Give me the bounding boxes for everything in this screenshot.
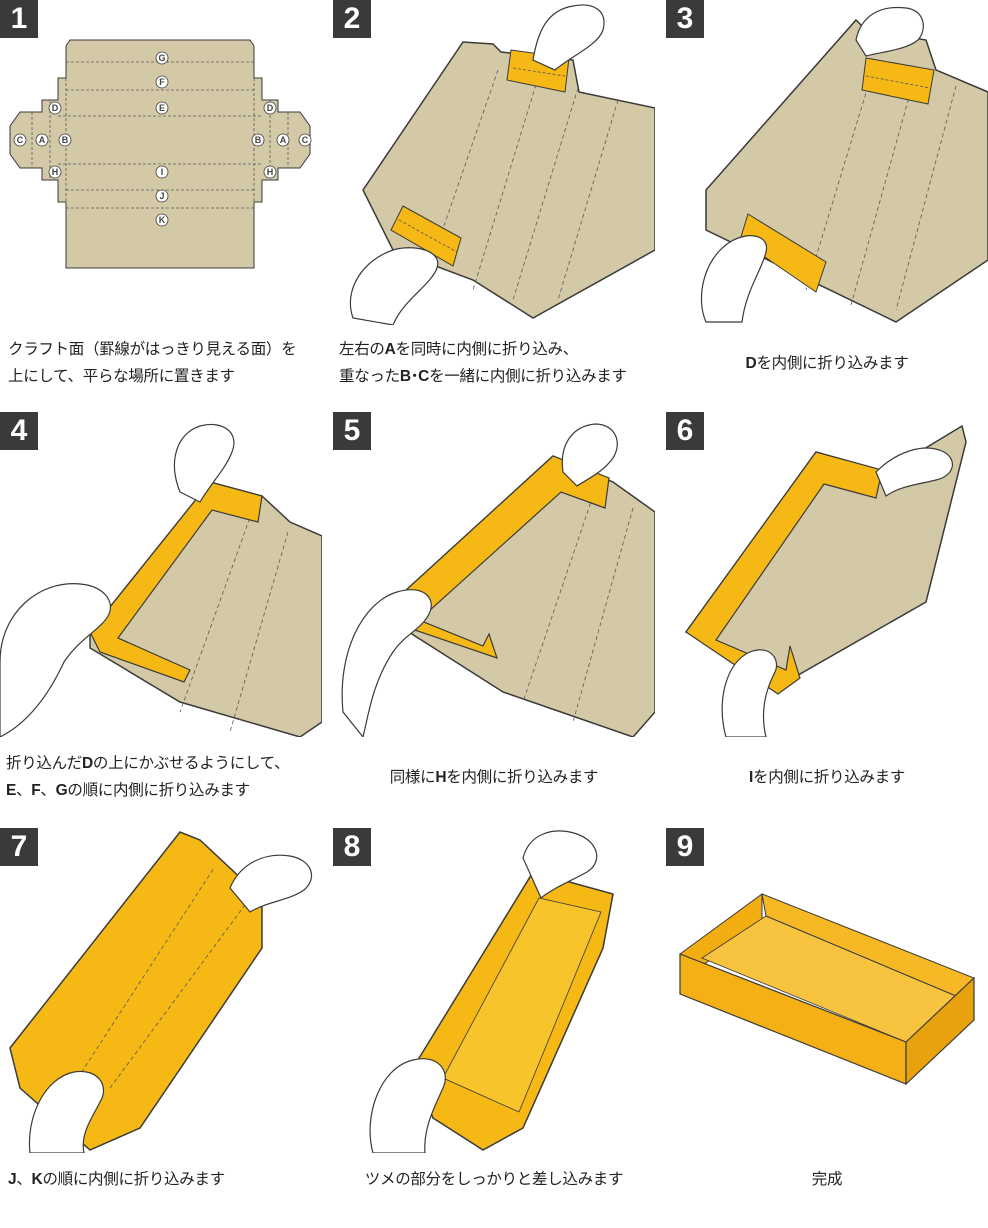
caption-line: 完成 [811, 1170, 843, 1188]
label-b-right: B [255, 135, 262, 145]
fold-h-illustration [341, 423, 655, 737]
step-number: 9 [666, 828, 704, 866]
fold-jk-illustration [9, 831, 313, 1153]
step-5: 5 同様にHを内側に折り込みます [333, 412, 655, 812]
label-c-right: C [302, 135, 309, 145]
step-caption: クラフト面（罫線がはっきり見える面）を 上にして、平らな場所に置きます [8, 336, 330, 390]
step-6: 6 Iを内側に折り込みます [666, 412, 988, 812]
label-d-left: D [52, 103, 59, 113]
fold-i-illustration [684, 424, 967, 737]
hand-bottom [349, 247, 439, 325]
step-caption: 完成 [666, 1166, 988, 1193]
caption-line: 同様にHを内側に折り込みます [389, 768, 599, 786]
label-j: J [159, 191, 164, 201]
fold-a-illustration [349, 4, 655, 325]
flat-box-blank-diagram: G F E D D C A B B A C H H I J K [9, 39, 312, 269]
label-i: I [161, 167, 164, 177]
caption-line: E、F、Gの順に内側に折り込みます [6, 781, 250, 799]
fold-label-markers [13, 51, 312, 227]
step-9: 9 完成 [666, 828, 988, 1228]
fold-efg-illustration [0, 423, 322, 737]
hand-left [341, 589, 432, 737]
step-2: 2 左右のAを同時に内側に折り込み、 重なったB･Cを一緒に内側に折り込みます [333, 0, 655, 400]
step-caption: Dを内側に折り込みます [666, 350, 988, 377]
hand-top [229, 854, 313, 913]
blank-outline [9, 39, 311, 269]
hand-bottom [721, 649, 778, 737]
step-caption: 左右のAを同時に内側に折り込み、 重なったB･Cを一緒に内側に折り込みます [339, 336, 661, 390]
step-caption: ツメの部分をしっかりと差し込みます [333, 1166, 655, 1193]
label-b-left: B [62, 135, 69, 145]
label-c-left: C [17, 135, 24, 145]
label-g: G [158, 53, 165, 63]
label-a-right: A [280, 135, 287, 145]
hand-bottom [700, 235, 768, 323]
hand-left [0, 583, 111, 737]
folded-side-walls [685, 451, 883, 695]
step-4: 4 折り込んだDの上にかぶせるようにして、 E、F、Gの順に内側に折り込みます [0, 412, 322, 812]
folded-side-wall [89, 481, 263, 683]
step-number: 2 [333, 0, 371, 38]
insert-tabs-illustration [369, 830, 614, 1153]
step-caption: J、Kの順に内側に折り込みます [8, 1166, 330, 1193]
label-e: E [159, 103, 165, 113]
caption-line: Dを内側に折り込みます [745, 354, 909, 372]
box-inner-shadow [442, 897, 602, 1113]
hand-top [173, 423, 235, 503]
step-number: 7 [0, 828, 38, 866]
step-number: 4 [0, 412, 38, 450]
step-caption: 同様にHを内側に折り込みます [333, 764, 655, 791]
finished-box-illustration [679, 893, 975, 1086]
hand-bottom [28, 1070, 105, 1153]
step-caption: Iを内側に折り込みます [666, 764, 988, 791]
hand-top [855, 6, 924, 57]
caption-line: 上にして、平らな場所に置きます [8, 367, 235, 385]
step-8: 8 ツメの部分をしっかりと差し込みます [333, 828, 655, 1228]
label-k: K [159, 215, 166, 225]
step-number: 8 [333, 828, 371, 866]
label-h-left: H [52, 167, 59, 177]
hand-bottom [369, 1058, 446, 1153]
caption-line: クラフト面（罫線がはっきり見える面）を [8, 340, 297, 358]
caption-line: Iを内側に折り込みます [748, 768, 906, 786]
hand-top [532, 4, 605, 71]
caption-line: ツメの部分をしっかりと差し込みます [364, 1170, 624, 1188]
label-d-right: D [267, 103, 274, 113]
caption-line: J、Kの順に内側に折り込みます [8, 1170, 225, 1188]
step-7: 7 J、Kの順に内側に折り込みます [0, 828, 322, 1228]
box-right-wall [905, 976, 975, 1086]
step-number: 3 [666, 0, 704, 38]
step-caption: 折り込んだDの上にかぶせるようにして、 E、F、Gの順に内側に折り込みます [6, 750, 328, 804]
label-h-right: H [267, 167, 274, 177]
tab-d-top [861, 57, 935, 105]
hand-top [522, 830, 598, 899]
fold-d-illustration [700, 6, 988, 323]
label-f: F [159, 77, 165, 87]
hand-top [561, 423, 618, 487]
step-number: 5 [333, 412, 371, 450]
label-a-left: A [39, 135, 46, 145]
hand-top [875, 447, 953, 497]
step-3: 3 Dを内側に折り込みます [666, 0, 988, 400]
caption-line: 左右のAを同時に内側に折り込み、 [339, 340, 578, 358]
step-1: 1 [0, 0, 322, 400]
step-number: 1 [0, 0, 38, 38]
tab-a-bottom [390, 205, 462, 267]
caption-line: 重なったB･Cを一緒に内側に折り込みます [339, 367, 627, 385]
step-number: 6 [666, 412, 704, 450]
caption-line: 折り込んだDの上にかぶせるようにして、 [6, 754, 290, 772]
tab-d-bottom [739, 213, 827, 293]
